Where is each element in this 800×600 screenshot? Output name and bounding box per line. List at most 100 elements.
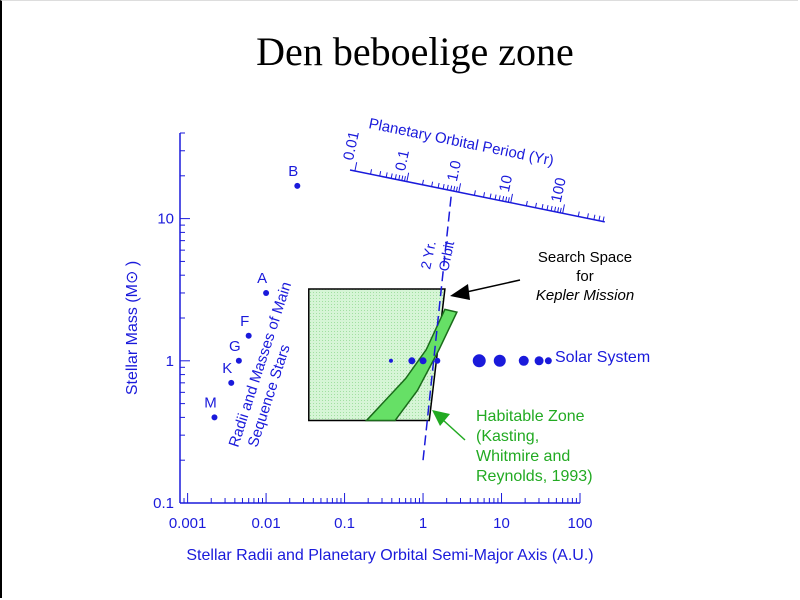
period-minor-tick [546, 205, 549, 211]
star-class-label: M [204, 394, 217, 411]
star-class-label: B [288, 163, 298, 180]
two-year-orbit-label: Orbit [435, 240, 457, 273]
y-tick-label: 1 [166, 353, 174, 370]
habitable-zone-label: Whitmire and [476, 448, 570, 465]
period-minor-tick [437, 182, 440, 189]
period-major-tick [510, 193, 513, 203]
period-minor-tick [394, 174, 397, 180]
search-space-label: Kepler Mission [536, 287, 634, 304]
period-tick-label: 0.1 [392, 148, 413, 172]
period-axis-line [349, 169, 605, 223]
period-minor-tick [550, 205, 553, 212]
period-minor-tick [507, 197, 510, 203]
y-tick-label: 0.1 [153, 495, 174, 512]
star-class-label: A [257, 270, 267, 287]
period-minor-tick [502, 196, 505, 202]
period-minor-tick [421, 179, 424, 185]
star-class-label: K [222, 360, 232, 377]
period-minor-tick [577, 211, 580, 217]
period-minor-tick [390, 173, 393, 179]
period-minor-tick [398, 174, 401, 181]
planet-point [534, 356, 544, 366]
x-tick-label: 0.01 [251, 515, 280, 532]
star-point [228, 379, 235, 386]
period-minor-tick [446, 184, 449, 190]
period-tick-label: 100 [548, 176, 570, 204]
period-major-tick [458, 183, 462, 193]
period-minor-tick [598, 215, 601, 221]
period-minor-tick [431, 181, 434, 187]
period-minor-tick [489, 193, 492, 199]
search-space-label: Search Space [538, 249, 632, 266]
x-tick-label: 10 [493, 515, 510, 532]
period-minor-tick [525, 200, 528, 206]
y-axis-title: Stellar Mass (M⊙ ) [124, 261, 141, 395]
period-minor-tick [473, 190, 476, 196]
x-tick-label: 0.1 [334, 515, 355, 532]
period-major-tick [354, 162, 358, 172]
period-minor-tick [450, 185, 453, 191]
star-class-label: F [240, 313, 249, 330]
period-minor-tick [557, 207, 560, 213]
period-tick-label: 0.01 [340, 130, 363, 162]
period-minor-tick [602, 216, 605, 222]
star-point [211, 414, 218, 421]
period-major-tick [562, 204, 565, 214]
period-minor-tick [379, 171, 382, 177]
search-space-arrowhead [450, 284, 470, 300]
star-class-label: G [229, 338, 241, 355]
habitable-zone-label: (Kasting, [476, 428, 539, 445]
period-minor-tick [593, 214, 596, 220]
period-major-tick [406, 172, 410, 182]
habitable-zone-label: Habitable Zone [476, 408, 585, 425]
planet-point [408, 357, 416, 365]
habitable-zone-arrowhead [432, 410, 450, 426]
x-tick-label: 100 [567, 515, 592, 532]
planet-point [518, 355, 529, 366]
period-minor-tick [385, 172, 388, 178]
period-minor-tick [498, 195, 501, 201]
star-point [294, 182, 301, 189]
x-axis-title: Stellar Radii and Planetary Orbital Semi… [186, 547, 593, 564]
period-minor-tick [483, 192, 486, 198]
search-space-arrow [461, 279, 521, 294]
habitable-zone-band [364, 308, 458, 422]
star-point [235, 357, 242, 364]
planet-point [493, 354, 506, 367]
search-space-label: for [576, 268, 594, 285]
y-tick-label: 10 [157, 211, 174, 228]
planet-point [388, 358, 393, 363]
period-minor-tick [559, 207, 562, 213]
period-minor-tick [455, 186, 458, 192]
period-minor-tick [586, 213, 589, 219]
two-year-orbit-label: 2 Yr. [417, 239, 439, 270]
period-minor-tick [494, 194, 497, 200]
period-minor-tick [541, 204, 544, 210]
period-minor-tick [453, 186, 456, 192]
habitable-zone-label: Reynolds, 1993) [476, 468, 593, 485]
period-minor-tick [534, 202, 537, 208]
x-tick-label: 1 [419, 515, 427, 532]
slide-title: Den beboelige zone [256, 29, 574, 74]
planet-point [419, 357, 427, 365]
period-tick-label: 10 [496, 174, 516, 194]
habitable-zone-arrow [442, 419, 466, 441]
period-minor-tick [442, 183, 445, 190]
chart-regions [308, 193, 458, 461]
x-tick-label: 0.001 [169, 515, 207, 532]
planet-point [472, 354, 486, 368]
star-point [263, 289, 270, 296]
period-minor-tick [505, 196, 508, 202]
planet-point [434, 357, 441, 364]
period-minor-tick [554, 206, 557, 212]
period-minor-tick [370, 169, 373, 175]
planet-point [544, 357, 552, 365]
star-point [245, 332, 252, 339]
solar-system-label: Solar System [555, 349, 650, 366]
period-tick-label: 1.0 [444, 159, 465, 183]
